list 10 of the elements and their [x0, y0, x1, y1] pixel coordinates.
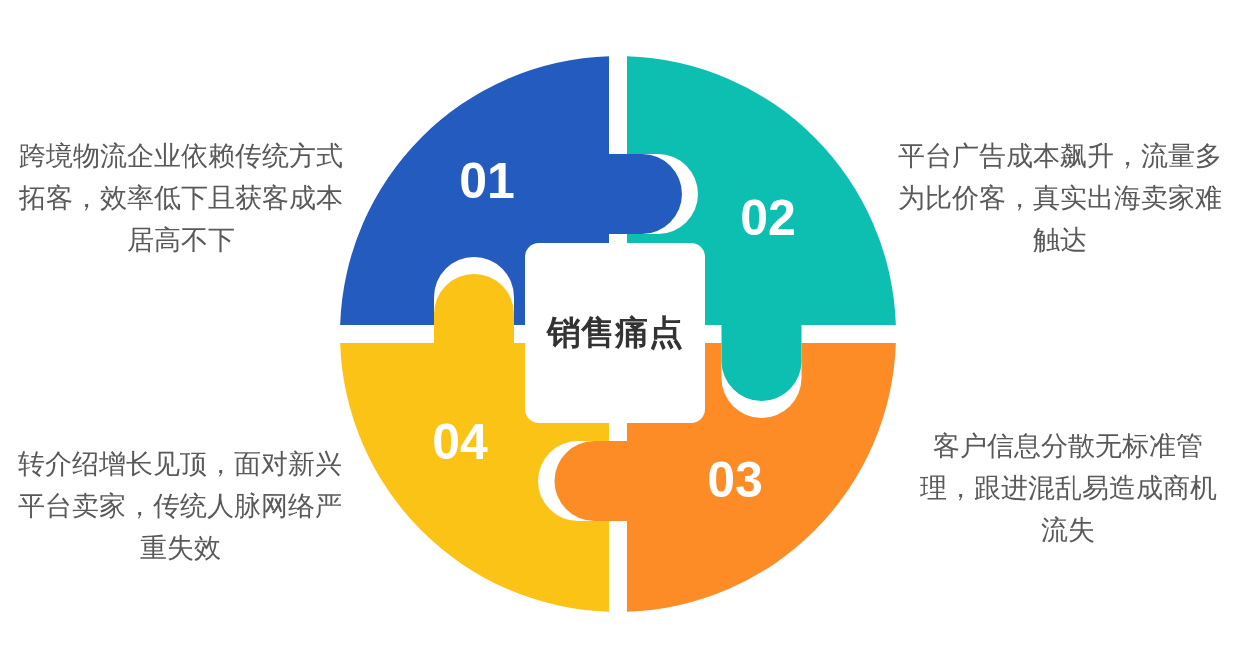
description-text: 平台广告成本飙升，流量多为比价客，真实出海卖家难触达 [897, 140, 1223, 257]
step-number: 04 [432, 417, 488, 467]
center-heading: 销售痛点 [547, 312, 683, 353]
description-text: 跨境物流企业依赖传统方式拓客，效率低下且获客成本居高不下 [18, 140, 344, 257]
step-number: 02 [740, 193, 796, 243]
step-number: 01 [459, 156, 515, 206]
step-number: 03 [707, 455, 763, 505]
center-tile [525, 243, 705, 423]
description-text: 客户信息分散无标准管理，跟进混乱易造成商机流失 [918, 430, 1218, 547]
description-text: 转介绍增长见顶，面对新兴平台卖家，传统人脉网络严重失效 [17, 448, 343, 565]
